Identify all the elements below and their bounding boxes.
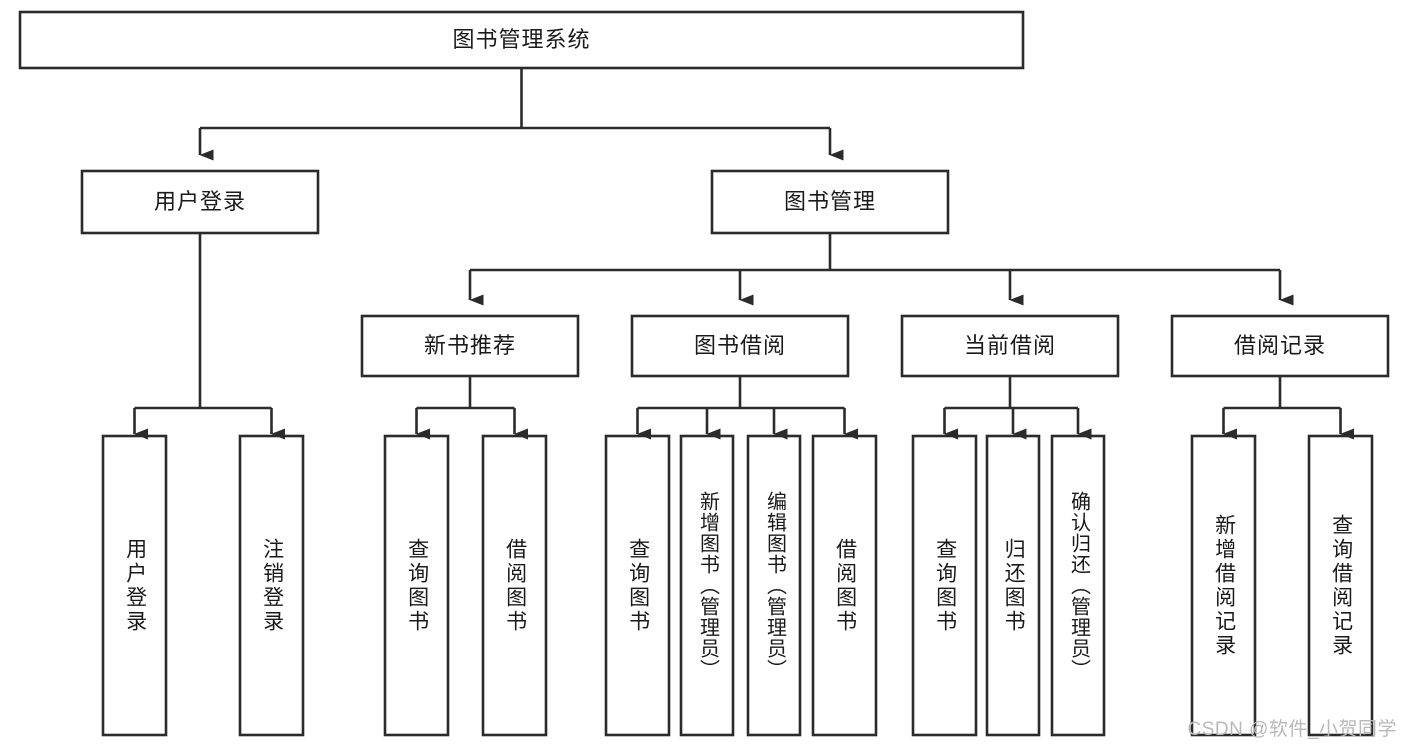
leaf-confirm-return-label: 确认归还（管理员） [1067, 491, 1090, 680]
node-borrow-record-label: 借阅记录 [1233, 332, 1326, 358]
leaf-query-record-label: 查询借阅记录 [1329, 513, 1353, 658]
node-user-login-label: 用户登录 [153, 188, 246, 214]
leaf-user-login-label: 用户登录 [123, 537, 147, 634]
leaf-query-book-2-box[interactable] [604, 434, 671, 737]
leaf-query-book-2-label: 查询图书 [626, 537, 650, 634]
leaf-return-book-label: 归还图书 [1002, 537, 1026, 634]
leaf-borrow-book-2-box[interactable] [811, 434, 878, 737]
leaf-logout-label: 注销登录 [260, 537, 284, 634]
node-root-label: 图书管理系统 [452, 26, 591, 52]
leaf-borrow-book-1-box[interactable] [481, 434, 548, 737]
leaf-add-record-label: 新增借阅记录 [1212, 513, 1236, 658]
leaf-query-book-3-label: 查询图书 [933, 537, 957, 634]
node-book-borrow-label: 图书借阅 [693, 332, 786, 358]
node-current-borrow-box[interactable] [900, 314, 1120, 378]
leaf-user-login-box[interactable] [101, 434, 168, 737]
node-current-borrow-label: 当前借阅 [963, 332, 1056, 358]
node-new-book-recommend-label: 新书推荐 [423, 332, 516, 358]
leaf-edit-book-label: 编辑图书（管理员） [763, 491, 786, 680]
leaf-query-book-3-box[interactable] [911, 434, 978, 737]
leaf-logout-box[interactable] [238, 434, 305, 737]
csdn-watermark: CSDN @软件_小贺同学 [1187, 719, 1397, 740]
leaf-add-record-box[interactable] [1190, 434, 1257, 737]
node-book-manage-label: 图书管理 [783, 188, 876, 214]
leaf-add-book-label: 新增图书（管理员） [696, 491, 719, 680]
leaf-confirm-return-box[interactable] [1050, 434, 1106, 737]
node-root-box[interactable] [18, 10, 1025, 70]
leaf-query-book-1-label: 查询图书 [405, 537, 429, 634]
leaf-borrow-book-1-label: 借阅图书 [503, 537, 527, 634]
leaf-borrow-book-2-label: 借阅图书 [833, 537, 857, 634]
node-new-book-recommend-box[interactable] [360, 314, 580, 378]
leaf-return-book-box[interactable] [985, 434, 1041, 737]
leaf-query-book-1-box[interactable] [383, 434, 450, 737]
leaf-query-record-box[interactable] [1307, 434, 1374, 737]
leaf-add-book-box[interactable] [679, 434, 735, 737]
node-user-login-box[interactable] [80, 169, 320, 235]
